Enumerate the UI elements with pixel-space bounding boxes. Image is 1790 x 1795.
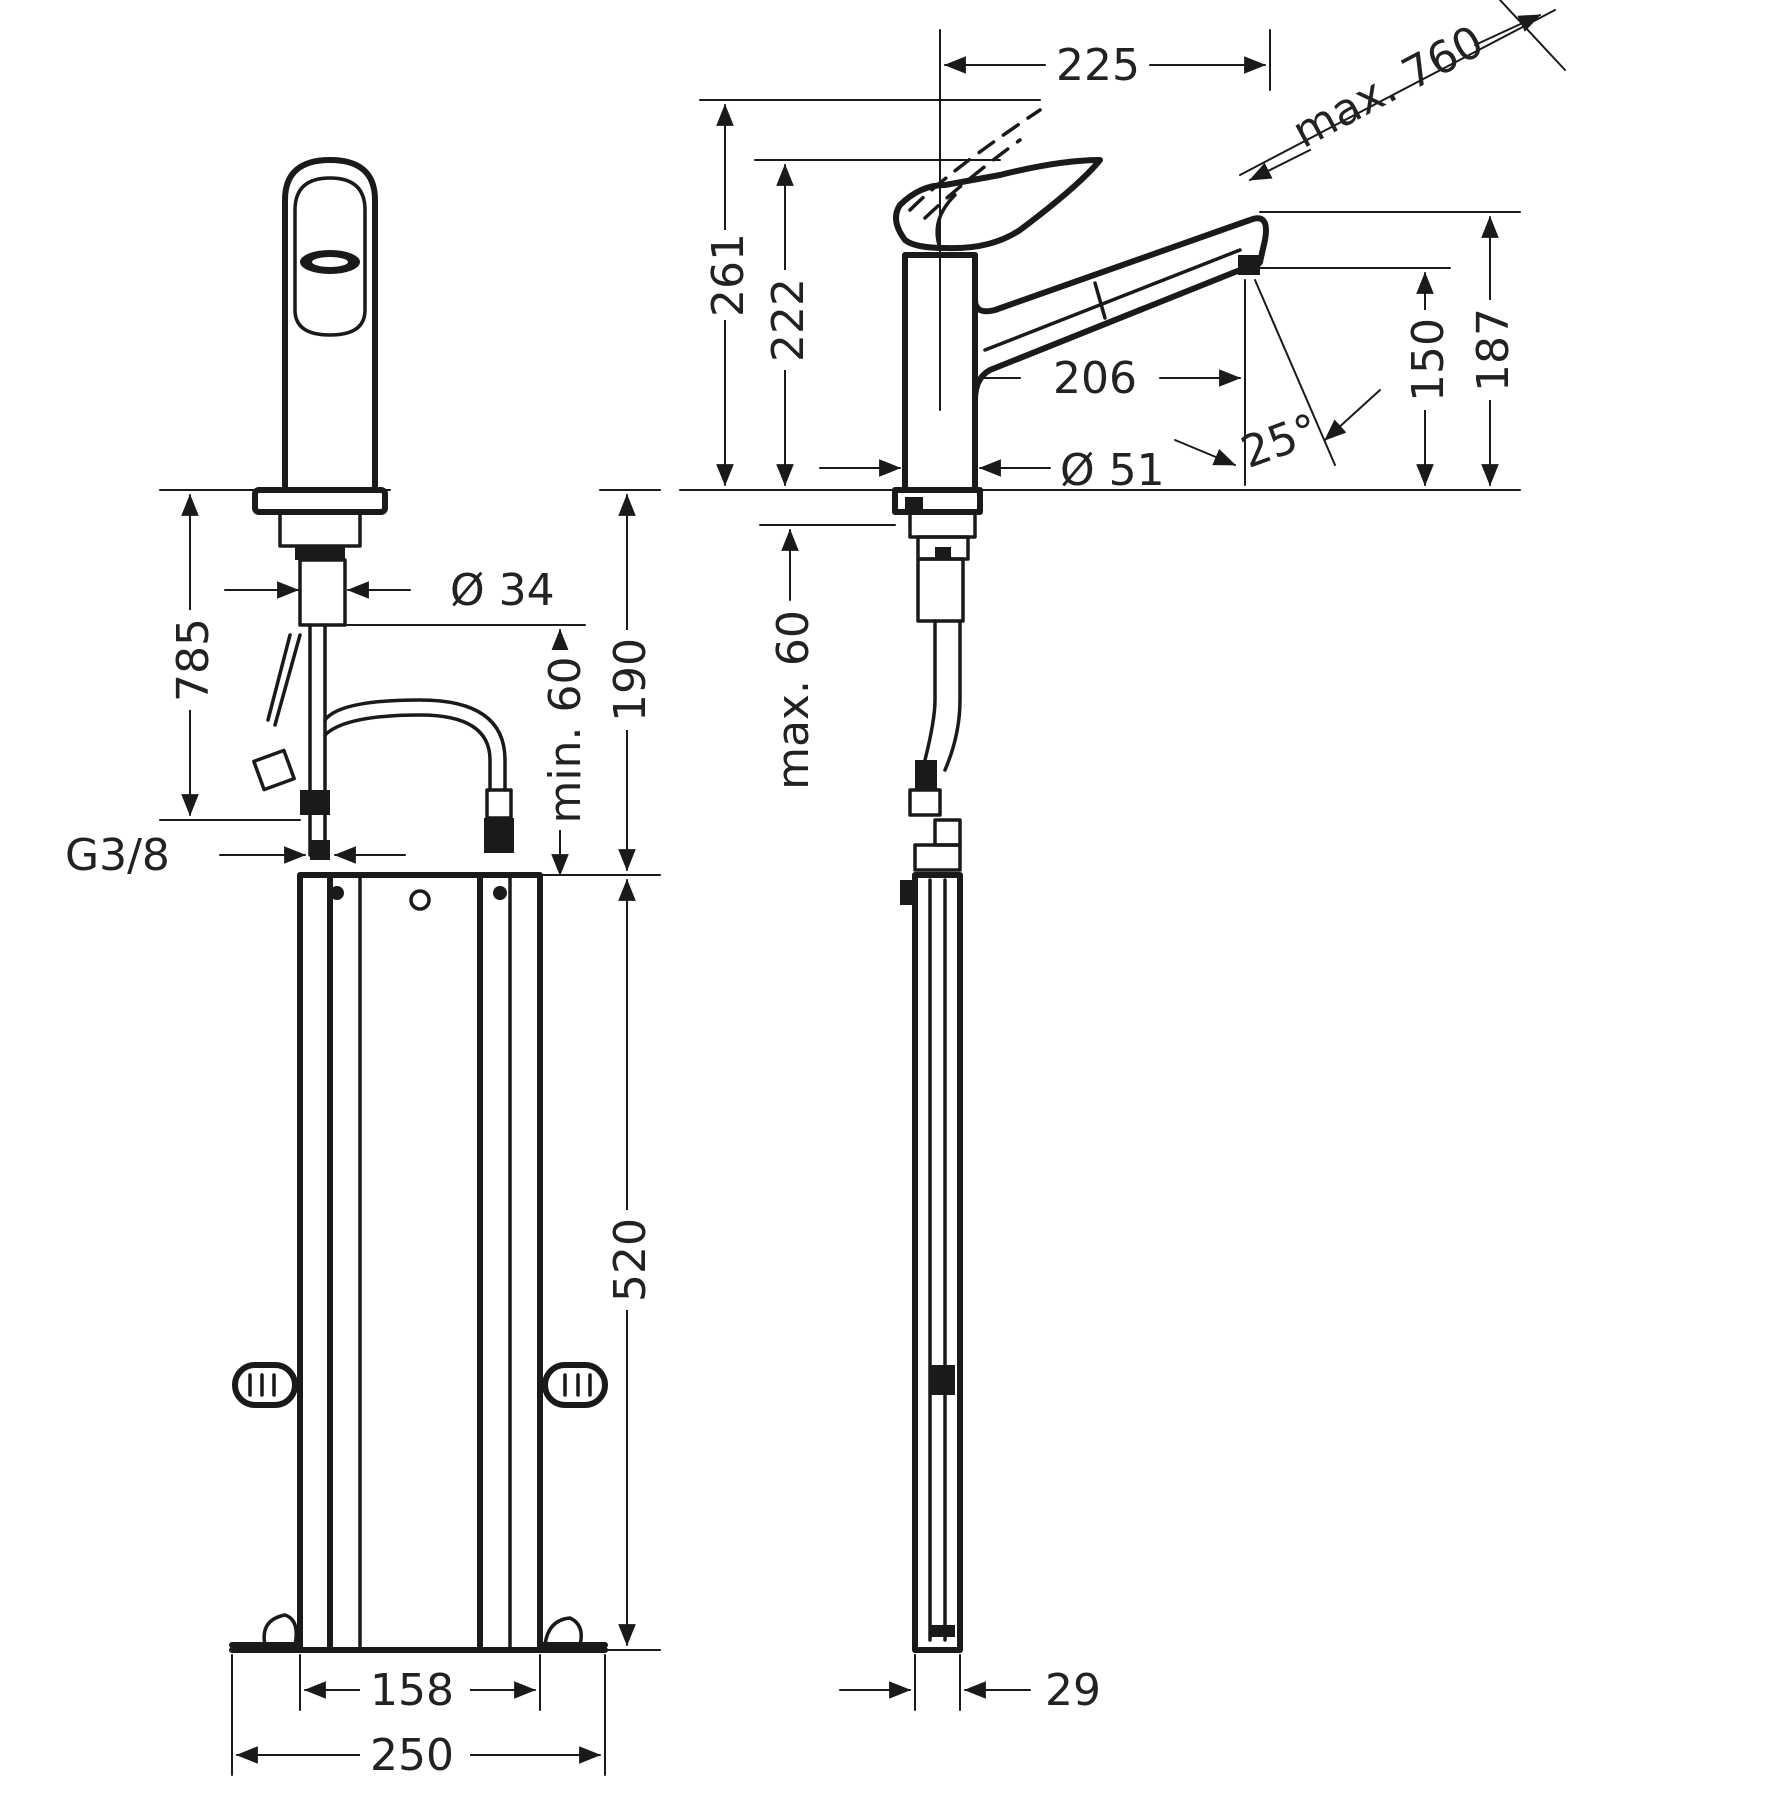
- side-dimensions: [679, 0, 1566, 1711]
- faucet-side-body: [892, 108, 1269, 1653]
- dim-hose-clearance: min. 60: [540, 657, 591, 824]
- dim-body-diameter: Ø 51: [1060, 445, 1165, 496]
- dim-spout-projection: 206: [1053, 353, 1137, 404]
- dim-outlet-height: 150: [1403, 318, 1454, 402]
- dim-connection-height: 190: [605, 638, 656, 722]
- front-view: 785 Ø 34 min. 60 190 G3/8 520 158 250: [65, 157, 661, 1781]
- faucet-front-body: [252, 157, 514, 860]
- dim-total-height: 261: [703, 233, 754, 317]
- side-view: 225 max. 760 261 222 206 Ø 51 25° 150 18…: [679, 0, 1566, 1716]
- mounting-frame: [229, 872, 608, 1653]
- dim-spout-height: 187: [1468, 308, 1519, 392]
- dim-inner-width: 158: [370, 1665, 454, 1716]
- dim-hose-width: 29: [1045, 1665, 1101, 1716]
- dim-lever-height: 222: [763, 278, 814, 362]
- dim-spout-diameter: Ø 34: [450, 565, 555, 616]
- dim-deck-thickness: max. 60: [768, 610, 819, 790]
- dim-angle: 25°: [1235, 404, 1326, 479]
- dim-outer-width: 250: [370, 1730, 454, 1781]
- dim-thread: G3/8: [65, 830, 170, 881]
- dim-spout-reach: 225: [1056, 40, 1140, 91]
- dim-base-height: 785: [168, 618, 219, 702]
- dim-pullout-length: max. 760: [1284, 16, 1491, 159]
- front-dimension-labels: 785 Ø 34 min. 60 190 G3/8 520 158 250: [65, 565, 656, 1781]
- dim-cabinet-height: 520: [605, 1218, 656, 1302]
